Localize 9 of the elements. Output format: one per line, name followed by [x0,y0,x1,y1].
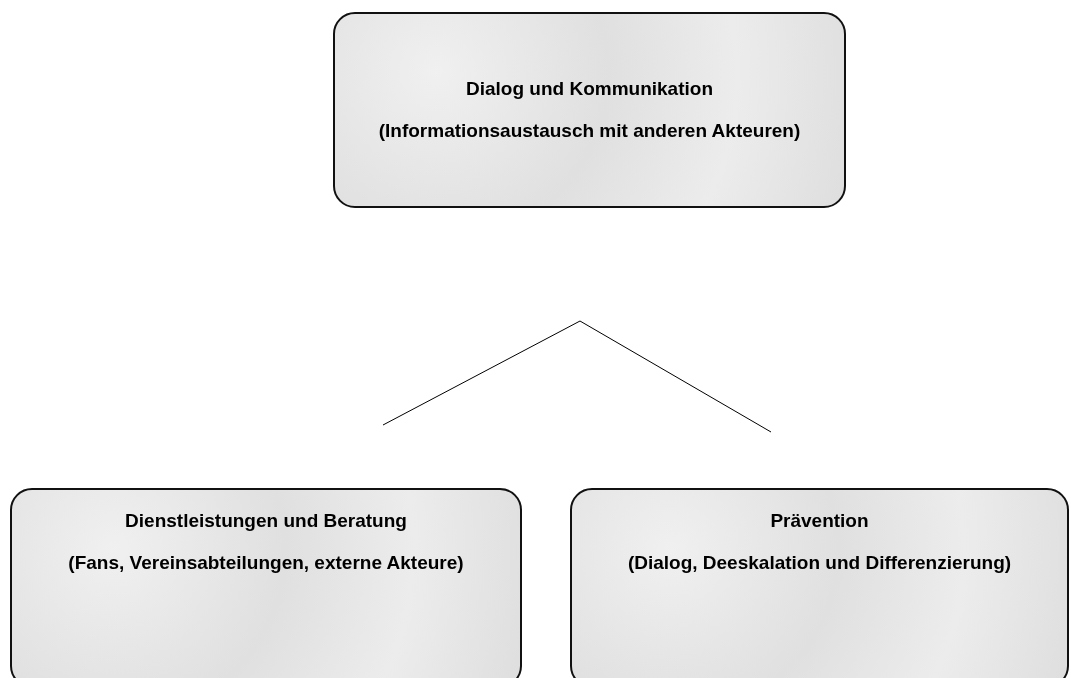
box-description: (Informationsaustausch mit anderen Akteuren) [378,119,801,143]
box-description: (Dialog, Deeskalation und Differenzierung) [627,551,1012,575]
box-description: (Fans, Vereinsabteilungen, externe Akteure) [68,551,464,575]
box-heading: Dialog und Kommunikation [466,77,713,101]
rounded-box [10,488,522,678]
rounded-box [570,488,1069,678]
rounded-box [333,12,846,208]
box-heading: Dienstleistungen und Beratung [125,509,407,533]
box-heading: Prävention [770,509,869,533]
